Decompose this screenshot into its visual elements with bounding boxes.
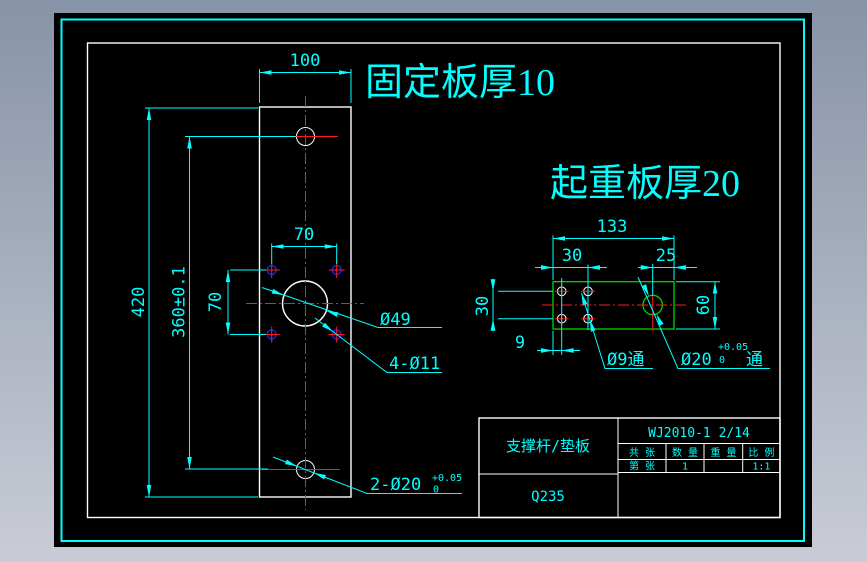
- dim-offset-25: 25: [638, 246, 697, 296]
- drawing-sheet: [54, 13, 812, 547]
- leader-center-hole: Ø49: [261, 287, 442, 330]
- centerlines: [246, 96, 364, 510]
- title-block-outline: [478, 417, 781, 519]
- value-quantity: 1: [682, 462, 688, 473]
- hole-label: Ø20: [681, 350, 712, 370]
- hole-label: 2-Ø20: [370, 475, 421, 495]
- thru-label: 通: [746, 350, 763, 370]
- tolerance-upper: +0.05: [432, 473, 462, 484]
- header-sheets-total: 共 张: [629, 447, 655, 459]
- value-sheet-no: 第 张: [629, 460, 655, 473]
- leader-corner-holes: 4-Ø11: [314, 317, 442, 374]
- dim-text: 420: [129, 287, 149, 318]
- dim-text: 30: [473, 296, 493, 316]
- hole-label: 4-Ø11: [389, 354, 440, 374]
- leader-small-holes: Ø9通: [581, 292, 653, 370]
- dim-pitch-h-70: 70: [271, 225, 338, 264]
- header-weight: 重 量: [710, 446, 736, 459]
- dim-text: 360±0.1: [170, 266, 190, 338]
- dim-height-420: 420: [129, 107, 258, 498]
- dim-text: 100: [290, 51, 321, 71]
- dim-length-133: 133: [552, 217, 675, 280]
- dim-text: 133: [597, 217, 628, 237]
- dim-text: 70: [294, 225, 314, 245]
- dim-text: 60: [694, 295, 714, 315]
- dim-text: 70: [206, 292, 226, 312]
- header-scale: 比 例: [748, 446, 774, 459]
- part-name: 支撑杆/垫板: [506, 437, 590, 455]
- tolerance-lower: 0: [433, 485, 439, 496]
- dim-pitch-v-70: 70: [206, 269, 266, 335]
- sheet-inner-frame: [86, 42, 781, 519]
- leader-end-holes: 2-Ø20 +0.05 0: [272, 456, 462, 496]
- leader-big-hole: Ø20 +0.05 0 通: [637, 276, 770, 370]
- tolerance-lower: 0: [719, 355, 725, 366]
- left-view-fixed-plate: 100 420 360±0.1 70 70: [129, 51, 462, 510]
- sheet-outer-border: [60, 18, 805, 542]
- dim-text: 9: [515, 333, 525, 353]
- dim-offset-30: 30: [535, 246, 607, 270]
- hole-label: Ø9通: [607, 350, 644, 370]
- dim-edge-9: 9: [515, 331, 580, 355]
- drawing-number: WJ2010-1 2/14: [648, 426, 750, 441]
- material: Q235: [531, 489, 565, 505]
- right-view-lifting-plate: 133 30 25 60 30: [473, 217, 770, 370]
- header-quantity: 数 量: [672, 446, 698, 459]
- title-block: 支撑杆/垫板 WJ2010-1 2/14 Q235 共 张 数 量 重 量 比 …: [478, 417, 781, 519]
- tolerance-upper: +0.05: [718, 342, 748, 353]
- hole-label: Ø49: [380, 310, 411, 330]
- fixed-plate-title: 固定板厚10: [365, 62, 555, 104]
- dim-text: 25: [656, 246, 676, 266]
- value-scale: 1:1: [752, 462, 770, 473]
- dim-text: 30: [562, 246, 582, 266]
- dim-rows-30: 30: [473, 279, 553, 331]
- dim-hole-span-360: 360±0.1: [170, 136, 296, 470]
- lifting-plate-title: 起重板厚20: [550, 163, 740, 205]
- dim-height-60: 60: [676, 281, 720, 330]
- dim-width-100: 100: [259, 51, 352, 103]
